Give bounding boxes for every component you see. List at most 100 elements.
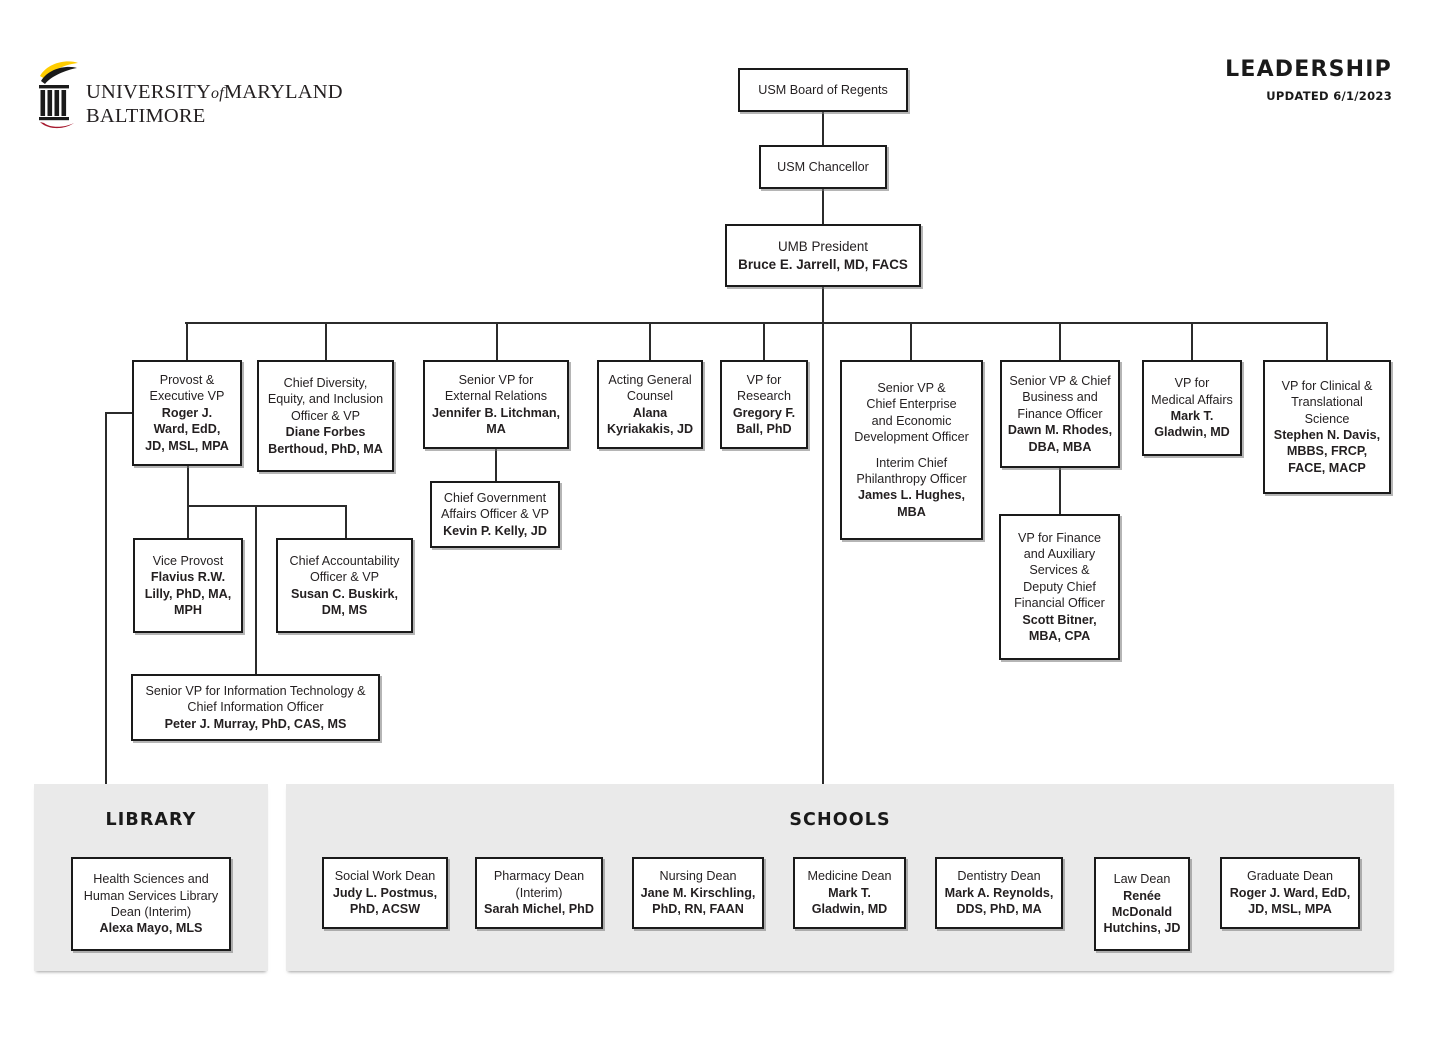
node-usm-chancellor[interactable]: USM Chancellor <box>759 145 887 189</box>
connector-provost-library-v <box>105 412 107 784</box>
node-school-dean-pharmacy[interactable]: Pharmacy Dean(Interim) Sarah Michel, PhD <box>475 857 603 929</box>
connector-main-bus <box>185 322 1328 324</box>
node-person: Roger J.Ward, EdD,JD, MSL, MPA <box>145 405 229 453</box>
node-school-dean-nursing[interactable]: Nursing Dean Jane M. Kirschling,PhD, RN,… <box>632 857 764 929</box>
node-provost-executive-vp[interactable]: Provost &Executive VP Roger J.Ward, EdD,… <box>132 360 242 466</box>
node-title: Pharmacy Dean(Interim) <box>493 869 585 900</box>
connector-external-govaffairs <box>495 449 497 481</box>
node-school-dean-social-work[interactable]: Social Work Dean Judy L. Postmus,PhD, AC… <box>322 857 448 929</box>
node-person: Dawn M. Rhodes,DBA, MBA <box>1007 423 1113 454</box>
connector-drop-medaffairs <box>1191 322 1193 360</box>
node-school-dean-graduate[interactable]: Graduate Dean Roger J. Ward, EdD,JD, MSL… <box>1220 857 1360 929</box>
node-person: Scott Bitner,MBA, CPA <box>1022 612 1097 643</box>
schools-heading: SCHOOLS <box>789 810 891 830</box>
node-person: Peter J. Murray, PhD, CAS, MS <box>164 716 347 731</box>
node-person: Jane M. Kirschling,PhD, RN, FAAN <box>640 885 756 917</box>
connector-drop-diversity <box>325 322 327 360</box>
connector-provost-library-h <box>105 412 137 414</box>
node-person: Gregory F.Ball, PhD <box>732 405 796 436</box>
connector-business-finance <box>1059 468 1061 514</box>
connector-chancellor-president <box>822 189 824 224</box>
node-person: Alexa Mayo, MLS <box>99 921 203 936</box>
umb-logo-wordmark: UNIVERSITYofMARYLAND BALTIMORE <box>86 82 343 126</box>
connector-drop-external <box>496 322 498 360</box>
node-person: Judy L. Postmus,PhD, ACSW <box>332 885 438 917</box>
connector-provost-stem <box>187 466 189 505</box>
connector-drop-clinical <box>1326 322 1328 360</box>
node-senior-vp-information-technology[interactable]: Senior VP for Information Technology &Ch… <box>131 674 380 741</box>
node-person: Kevin P. Kelly, JD <box>443 523 547 538</box>
node-person: Mark T.Gladwin, MD <box>811 885 888 917</box>
connector-drop-business <box>1059 322 1061 360</box>
node-vice-provost[interactable]: Vice Provost Flavius R.W.Lilly, PhD, MA,… <box>133 538 243 633</box>
connector-president-trunk <box>822 287 824 784</box>
node-title: Dentistry Dean <box>957 869 1041 884</box>
connector-drop-accountability <box>345 505 347 538</box>
node-person: Stephen N. Davis,MBBS, FRCP,FACE, MACP <box>1273 428 1381 475</box>
connector-drop-counsel <box>649 322 651 360</box>
node-title: Vice Provost <box>152 553 224 568</box>
node-title: Senior VP for Information Technology &Ch… <box>145 683 366 715</box>
node-title: USM Board of Regents <box>758 82 888 97</box>
node-usm-board-of-regents[interactable]: USM Board of Regents <box>738 68 908 112</box>
node-title: Graduate Dean <box>1246 869 1334 884</box>
header-block: LEADERSHIP UPDATED 6/1/2023 <box>1225 57 1392 104</box>
umb-pillar-icon <box>39 61 78 129</box>
node-person: Jennifer B. Litchman, MA <box>431 405 561 436</box>
node-title: Nursing Dean <box>659 869 737 884</box>
connector-drop-viceprovost <box>187 505 189 538</box>
node-title: USM Chancellor <box>777 159 869 174</box>
page-title: LEADERSHIP <box>1225 57 1392 82</box>
node-title: Social Work Dean <box>334 869 436 884</box>
node-person: Roger J. Ward, EdD,JD, MSL, MPA <box>1229 885 1351 917</box>
node-school-dean-dentistry[interactable]: Dentistry Dean Mark A. Reynolds,DDS, PhD… <box>935 857 1063 929</box>
node-person: James L. Hughes,MBA <box>857 488 966 519</box>
library-heading: LIBRARY <box>105 810 197 830</box>
umb-logo: UNIVERSITYofMARYLAND BALTIMORE <box>34 60 343 138</box>
node-title: Provost &Executive VP <box>149 373 225 404</box>
node-umb-president[interactable]: UMB President Bruce E. Jarrell, MD, FACS <box>725 224 921 287</box>
node-spacer <box>847 446 976 455</box>
updated-date: UPDATED 6/1/2023 <box>1266 89 1392 104</box>
node-person: Mark A. Reynolds,DDS, PhD, MA <box>944 885 1054 917</box>
logo-of: of <box>211 85 224 102</box>
node-title: Medicine Dean <box>807 869 892 884</box>
connector-drop-enterprise <box>910 322 912 360</box>
node-person: Flavius R.W.Lilly, PhD, MA,MPH <box>144 570 232 617</box>
logo-line2-baltimore: BALTIMORE <box>86 104 206 127</box>
node-school-dean-medicine[interactable]: Medicine Dean Mark T.Gladwin, MD <box>793 857 906 929</box>
connector-regents-chancellor <box>822 112 824 145</box>
connector-drop-provost <box>186 322 188 360</box>
node-person: Sarah Michel, PhD <box>484 902 594 917</box>
node-title: Law Dean <box>1113 872 1171 887</box>
logo-line1-maryland: MARYLAND <box>223 81 343 103</box>
